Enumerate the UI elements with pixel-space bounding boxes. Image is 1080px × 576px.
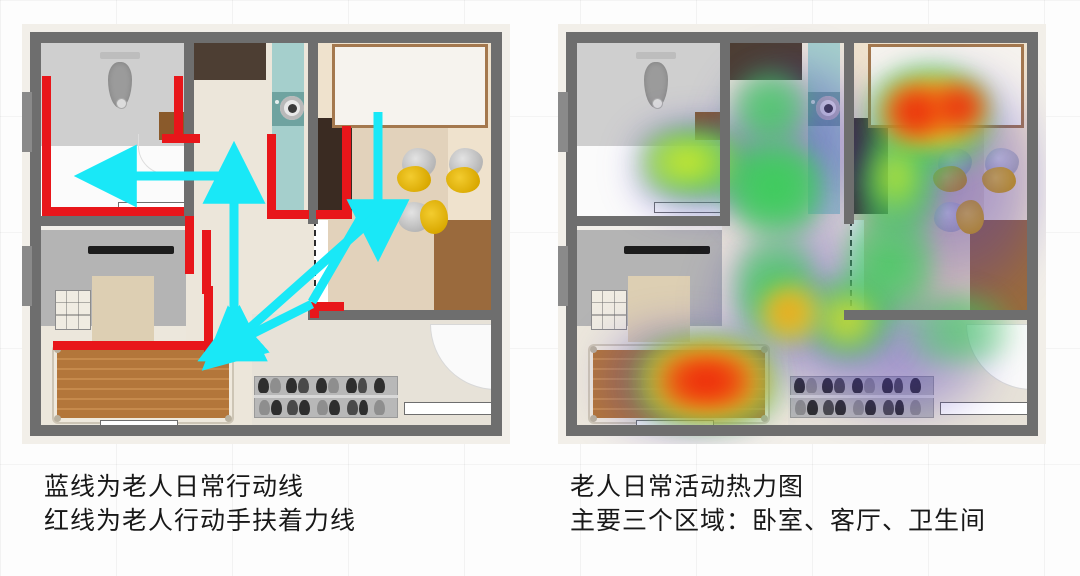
bed: [332, 44, 488, 128]
stove-icon: [591, 290, 627, 330]
wall-bathroom-right: [184, 32, 194, 224]
shoe-rack: [790, 376, 934, 418]
wall-right-upper: [491, 32, 502, 332]
shoe-rack: [254, 376, 398, 418]
cushion: [446, 167, 480, 193]
sofa: [588, 344, 770, 424]
movement-arrows: [73, 112, 410, 371]
kitchen-worktop: [628, 276, 690, 342]
handrail-bedroom-door-tip: [310, 302, 319, 318]
handrail-bedroom-door: [310, 302, 344, 311]
stove-icon: [55, 290, 91, 330]
handrail-hall-bottom: [267, 210, 309, 219]
bathroom-window: [654, 202, 730, 213]
wall-right-lower: [491, 324, 502, 436]
handrail-bath-left: [42, 76, 51, 216]
caption-right: 老人日常活动热力图 主要三个区域：卧室、客厅、卫生间: [570, 470, 986, 538]
sofa: [52, 344, 234, 424]
sofa-slats: [593, 350, 765, 418]
caption-left-line2: 红线为老人行动手扶着力线: [44, 507, 357, 535]
arrow-entry-to-bedroom: [308, 199, 374, 305]
range-hood: [88, 246, 174, 254]
wall-window-left-lower: [22, 246, 32, 306]
wall-window-left-upper: [558, 92, 568, 152]
toilet-tank: [100, 52, 140, 59]
kitchen-worktop: [92, 276, 154, 342]
washer-knob: [275, 100, 279, 104]
washer-counter: [272, 42, 304, 214]
handrail-bath-right: [174, 76, 183, 138]
wall-bottom: [566, 425, 1038, 436]
handrail-bedroom-left: [342, 126, 351, 218]
bedroom-wardrobe: [434, 220, 492, 316]
washer-knob: [811, 100, 815, 104]
toilet-flush-button: [116, 98, 127, 109]
handrail-bath-doorside: [162, 134, 200, 143]
handrail-kitchen-mid: [202, 230, 211, 294]
toilet-flush-button: [652, 98, 663, 109]
arrow-entry-to-living: [197, 299, 315, 362]
caption-left: 蓝线为老人日常行动线 红线为老人行动手扶着力线: [44, 470, 356, 538]
wall-window-left-upper: [22, 92, 32, 152]
cushion: [956, 200, 984, 234]
panel-movement-lines: 蓝线为老人日常行动线 红线为老人行动手扶着力线: [0, 0, 540, 535]
handrail-hall-left: [267, 134, 276, 218]
washer-counter: [808, 42, 840, 214]
handrail-bath-bottom: [42, 207, 184, 216]
bedroom-door-opening: [850, 220, 864, 316]
wall-bathroom-right: [720, 32, 730, 224]
sofa-foot: [225, 415, 232, 422]
wall-window-left-lower: [558, 246, 568, 306]
cushion: [420, 200, 448, 234]
cushion: [982, 167, 1016, 193]
handrail-bedroom-bottom: [316, 210, 352, 219]
bed: [868, 44, 1024, 128]
floor-plan-movement: [22, 24, 510, 444]
wall-right-upper: [1027, 32, 1038, 332]
handrail-kitchen-upper: [185, 216, 194, 274]
shoe-shelf: [254, 395, 398, 398]
wall-left: [566, 32, 577, 436]
toilet-tank: [636, 52, 676, 59]
cushion: [397, 166, 431, 192]
sofa-slats: [57, 350, 229, 418]
floor-plan-heatmap: [558, 24, 1046, 444]
range-hood: [624, 246, 710, 254]
bedroom-wardrobe: [970, 220, 1028, 316]
bedroom-wardrobe-dark: [854, 118, 888, 214]
cushion: [933, 166, 967, 192]
wall-top: [30, 32, 502, 43]
wall-top: [566, 32, 1038, 43]
wall-bottom: [30, 425, 502, 436]
hall-cabinet: [724, 42, 802, 80]
washer-door-center: [288, 104, 297, 113]
wall-bedroom-left-upper: [844, 32, 854, 224]
wall-right-lower: [1027, 324, 1038, 436]
wall-bedroom-bottom: [844, 310, 1028, 320]
wall-bathroom-bottom: [566, 216, 730, 226]
bathroom-cabinet: [695, 112, 721, 140]
wall-bedroom-left-upper: [308, 32, 318, 224]
hall-cabinet: [188, 42, 266, 80]
wall-bedroom-bottom: [308, 310, 492, 320]
handrail-sofa-back: [53, 341, 233, 350]
sofa-foot: [54, 415, 61, 422]
panel-activity-heatmap: 老人日常活动热力图 主要三个区域：卧室、客厅、卫生间: [540, 0, 1080, 535]
caption-right-line1: 老人日常活动热力图: [570, 473, 805, 501]
caption-right-line2: 主要三个区域：卧室、客厅、卫生间: [570, 507, 987, 535]
entry-window: [940, 402, 1028, 415]
caption-left-line1: 蓝线为老人日常行动线: [44, 473, 305, 501]
wall-left: [30, 32, 41, 436]
washer-door-center: [824, 104, 833, 113]
wall-bathroom-bottom: [30, 216, 194, 226]
